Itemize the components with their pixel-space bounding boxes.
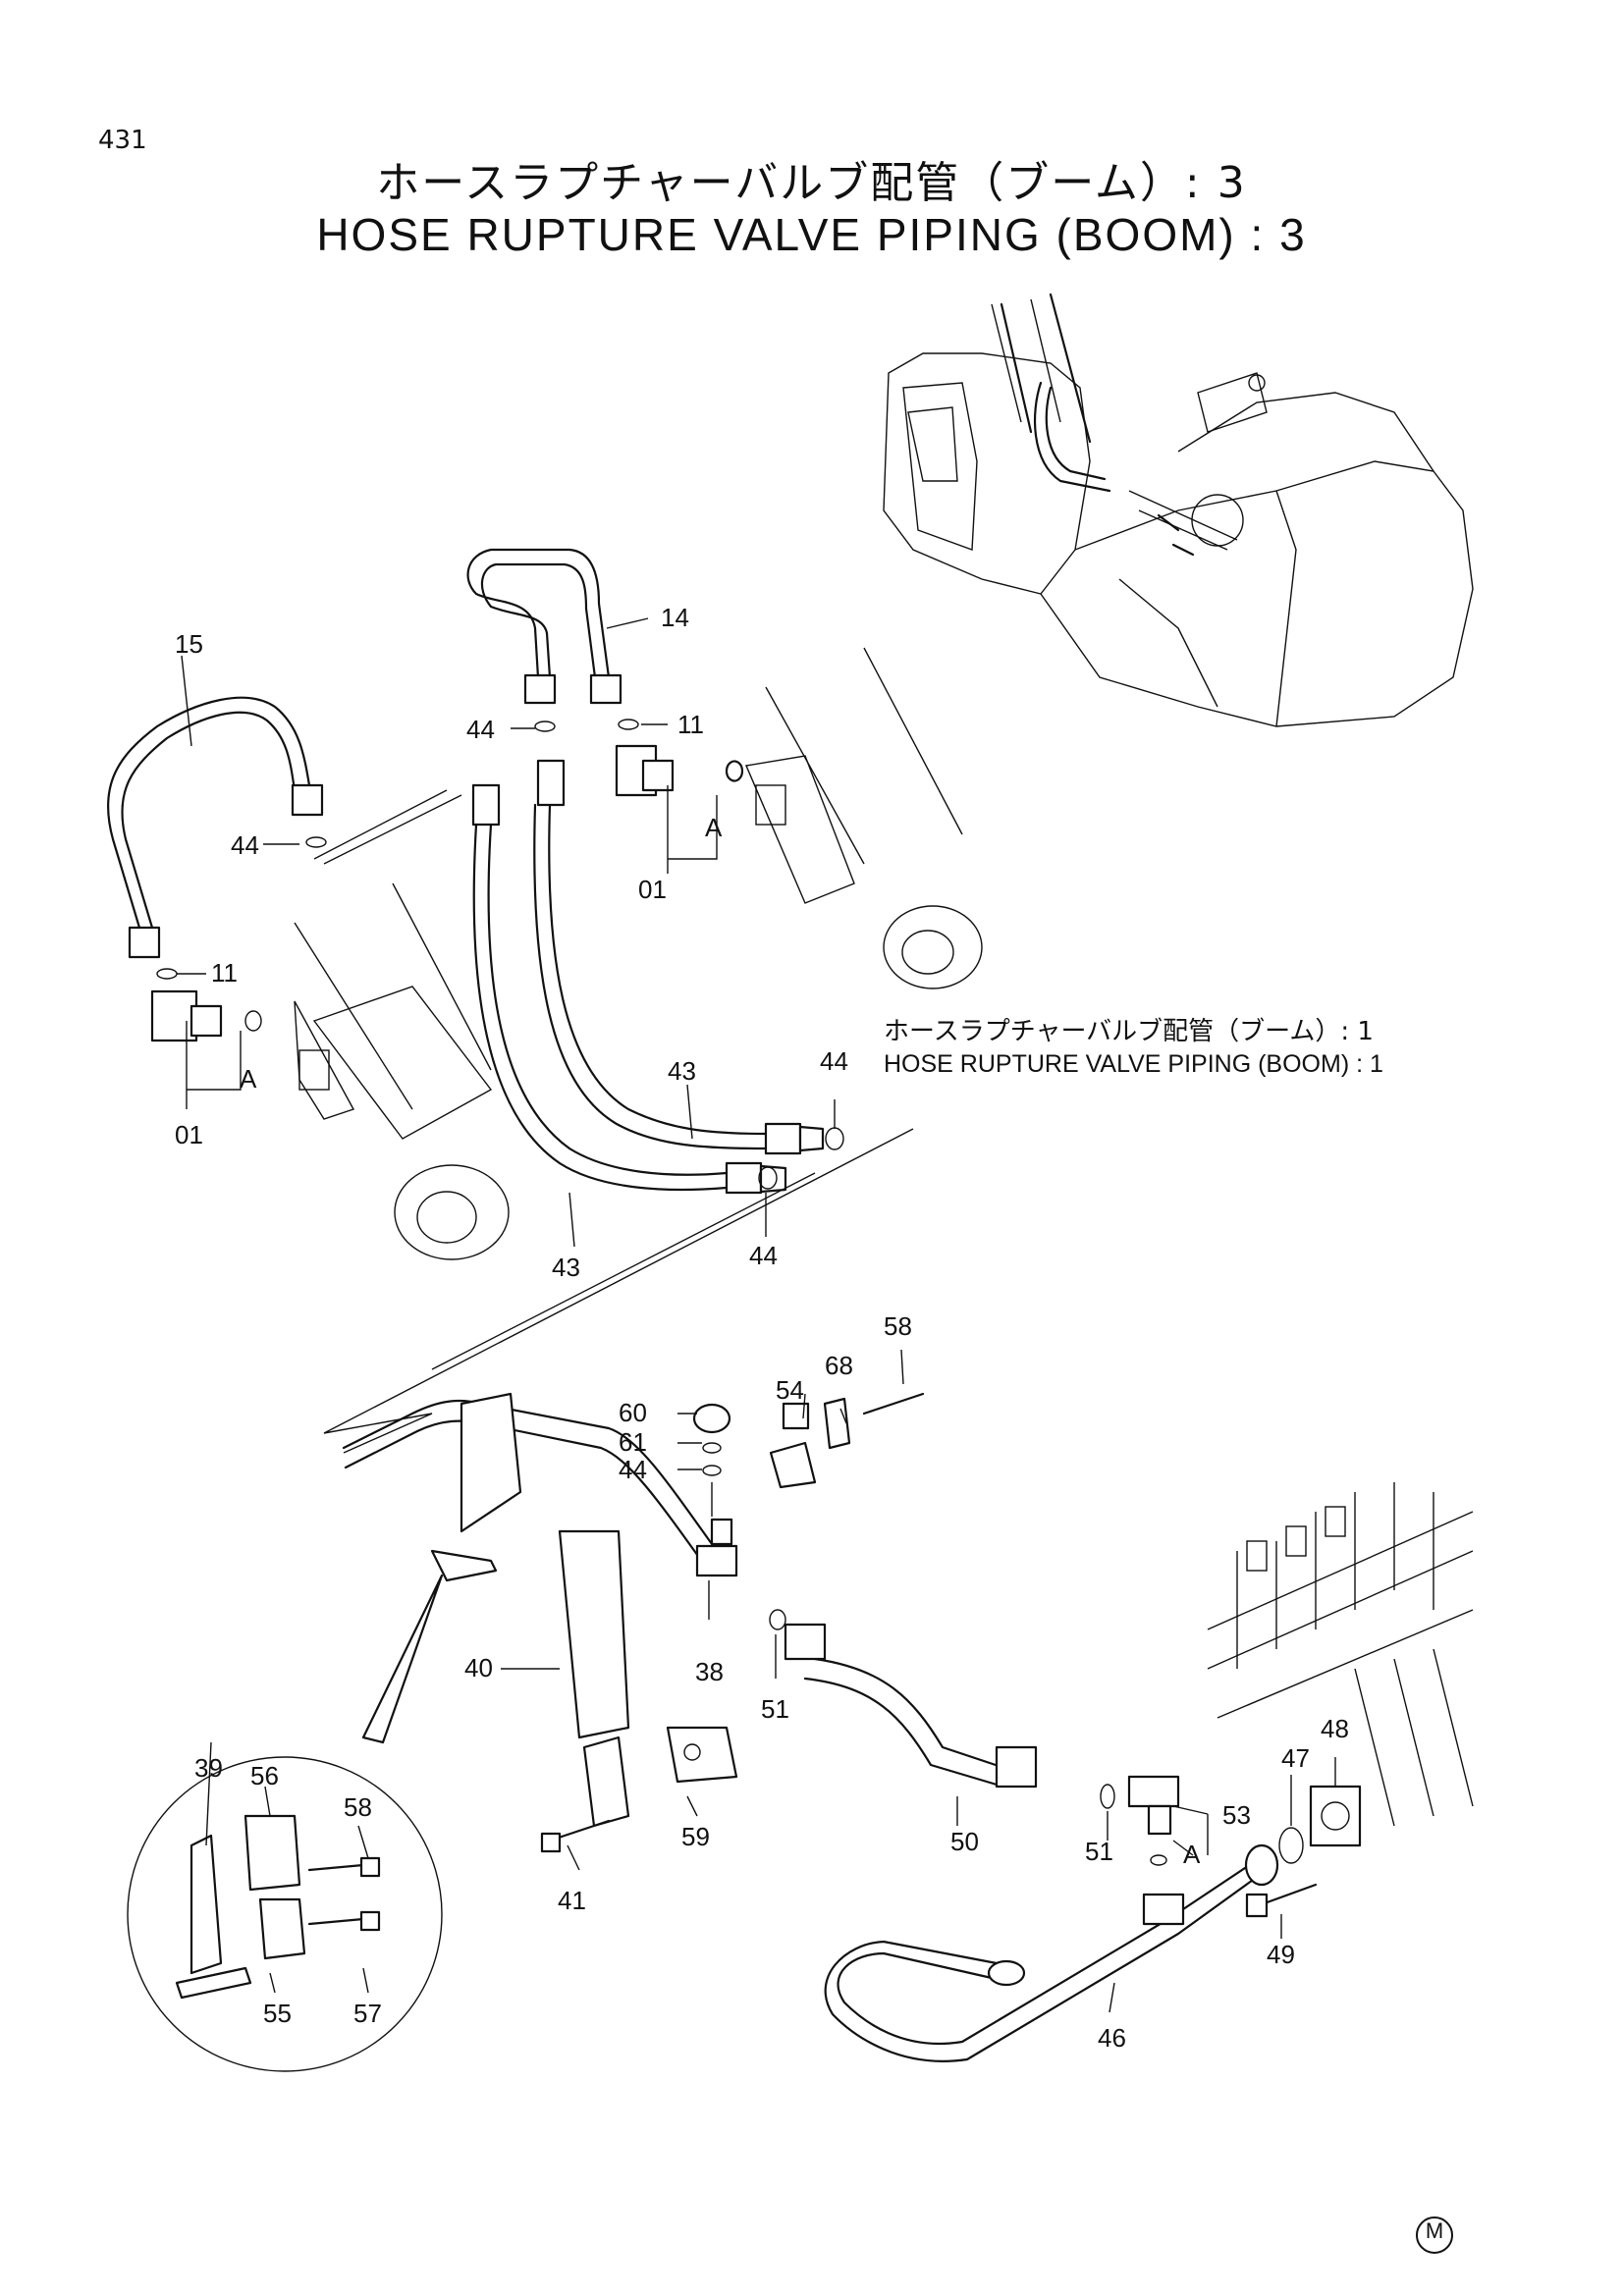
- label-part-59: 59: [681, 1822, 710, 1851]
- excavator-overview: [883, 293, 1474, 727]
- label-part-44e: 44: [619, 1455, 647, 1484]
- pipe-46: [824, 1843, 1279, 2062]
- label-part-01b: 01: [175, 1120, 203, 1149]
- elbow-53: [1127, 1775, 1180, 1866]
- label-part-43b: 43: [552, 1253, 580, 1282]
- flange-48: [1245, 1785, 1362, 1918]
- pipe-15: [106, 696, 324, 959]
- label-part-11b: 11: [211, 958, 238, 988]
- detail-inset: [127, 1574, 444, 2072]
- cross-reference-japanese: ホースラプチャーバルブ配管（ブーム）: 1: [884, 1017, 1374, 1046]
- view-label-a-elbow: A: [1183, 1840, 1201, 1869]
- label-part-58b: 58: [344, 1792, 372, 1822]
- part-labels: 15 14 44 11 44 01 11 01 43 44 43 44 58 6…: [175, 603, 1349, 2053]
- label-part-11a: 11: [677, 710, 704, 739]
- label-part-40: 40: [464, 1653, 493, 1682]
- control-valve: [1207, 1482, 1474, 1827]
- label-part-01a: 01: [638, 875, 667, 904]
- clamp-59-bolt-41: [540, 1726, 738, 1853]
- label-part-38: 38: [695, 1657, 724, 1686]
- cross-reference-english: HOSE RUPTURE VALVE PIPING (BOOM) : 1: [884, 1050, 1383, 1078]
- hoses-43: [471, 759, 825, 1195]
- label-part-44d: 44: [749, 1241, 778, 1270]
- label-part-14: 14: [661, 603, 689, 632]
- label-part-53: 53: [1222, 1800, 1251, 1830]
- lower-pipe-38: [342, 1392, 925, 1828]
- label-part-44b: 44: [231, 830, 259, 860]
- title-english: HOSE RUPTURE VALVE PIPING (BOOM) : 3: [316, 209, 1307, 260]
- view-label-a-upper: A: [705, 813, 723, 842]
- label-part-15: 15: [175, 629, 203, 659]
- hose-50: [784, 1623, 1115, 1809]
- label-part-60: 60: [619, 1398, 647, 1427]
- label-part-54: 54: [776, 1375, 804, 1405]
- valve-01-lower: [150, 989, 262, 1042]
- page-number: 431: [98, 126, 147, 155]
- label-part-43a: 43: [668, 1056, 696, 1086]
- label-part-57: 57: [353, 1999, 382, 2028]
- label-part-41: 41: [558, 1886, 586, 1915]
- pipe-14: [466, 548, 622, 705]
- label-part-51a: 51: [761, 1694, 789, 1724]
- label-part-58a: 58: [884, 1311, 912, 1341]
- seals: [156, 719, 844, 1190]
- label-part-44a: 44: [466, 715, 495, 744]
- label-part-61: 61: [619, 1427, 647, 1457]
- label-part-39: 39: [194, 1753, 223, 1783]
- label-part-51b: 51: [1085, 1837, 1113, 1866]
- label-part-44c: 44: [820, 1046, 848, 1076]
- title-japanese: ホースラプチャーバルブ配管（ブーム）: 3: [376, 158, 1247, 208]
- label-part-55: 55: [263, 1999, 292, 2028]
- label-part-49: 49: [1267, 1940, 1295, 1969]
- boom-cylinder-left: [294, 882, 510, 1260]
- label-part-48: 48: [1321, 1714, 1349, 1743]
- valve-01-upper: [615, 744, 744, 797]
- label-part-47: 47: [1281, 1743, 1310, 1773]
- break-lines: [313, 789, 914, 1454]
- label-part-68: 68: [825, 1351, 853, 1380]
- boom-cylinder-upper: [745, 647, 983, 989]
- view-label-a-lower: A: [240, 1064, 257, 1094]
- label-part-56: 56: [250, 1761, 279, 1790]
- label-part-46: 46: [1098, 2023, 1126, 2053]
- corner-mark: M: [1416, 2216, 1453, 2254]
- label-part-50: 50: [950, 1827, 979, 1856]
- leader-lines: [177, 617, 1336, 2013]
